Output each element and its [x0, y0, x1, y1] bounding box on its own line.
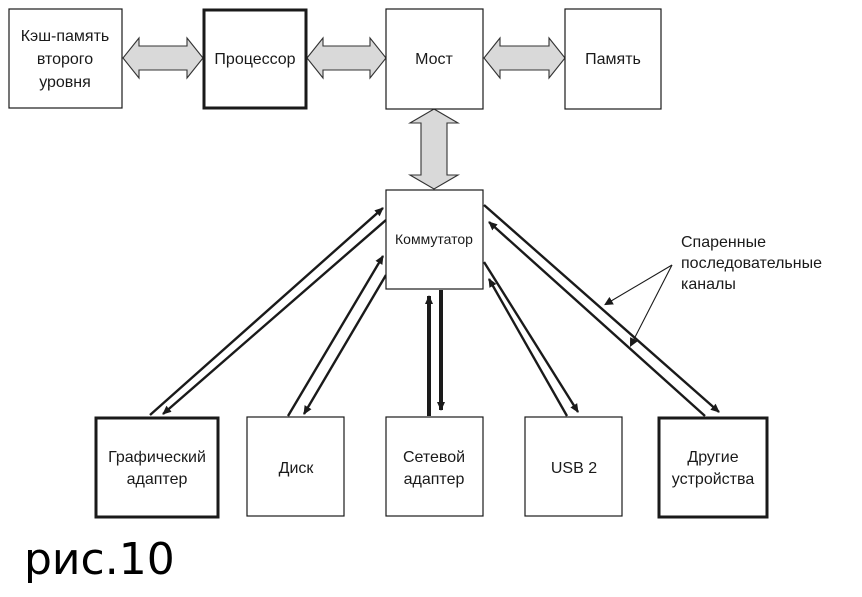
link-switch-disk: [286, 255, 388, 417]
node-cache-label-1: Кэш-память: [21, 28, 110, 45]
node-memory-label: Память: [585, 51, 641, 68]
node-cache-label-3: уровня: [39, 74, 91, 91]
node-other: Другие устройства: [657, 416, 769, 519]
bus-bridge-switch: [407, 108, 461, 190]
node-network: Сетевой адаптер: [385, 416, 484, 517]
node-graphics-label-2: адаптер: [127, 471, 188, 488]
node-bridge-label: Мост: [415, 51, 453, 68]
bus-cache-cpu: [122, 36, 204, 80]
node-switch-label: Коммутатор: [395, 231, 473, 247]
figure-caption: рис.10: [24, 534, 175, 585]
node-cache-label-2: второго: [37, 51, 93, 68]
node-cpu-label: Процессор: [214, 51, 295, 68]
node-other-label-1: Другие: [687, 449, 738, 466]
annotation-line-3: каналы: [681, 276, 736, 293]
node-network-label-1: Сетевой: [403, 449, 465, 466]
link-switch-usb: [482, 261, 580, 417]
node-network-label-2: адаптер: [404, 471, 465, 488]
node-usb: USB 2: [524, 416, 623, 517]
annotation-line-1: Спаренные: [681, 234, 766, 251]
node-graphics-label-1: Графический: [108, 449, 206, 466]
annotation-paired-serial: Спаренные последовательные каналы: [681, 234, 822, 293]
link-switch-other: [483, 204, 720, 417]
bus-cpu-bridge: [306, 36, 387, 80]
node-other-label-2: устройства: [672, 471, 755, 488]
node-cache: Кэш-память второго уровня: [8, 8, 123, 109]
node-memory: Память: [564, 8, 662, 110]
bus-bridge-memory: [483, 36, 566, 80]
node-disk-label: Диск: [279, 460, 315, 477]
node-usb-label: USB 2: [551, 460, 597, 477]
node-graphics: Графический адаптер: [94, 416, 220, 519]
annotation-pointers: [604, 264, 673, 347]
link-switch-graphics: [149, 207, 387, 416]
node-cpu: Процессор: [202, 8, 308, 110]
node-bridge: Мост: [385, 8, 484, 110]
link-switch-network: [425, 290, 445, 416]
node-disk: Диск: [246, 416, 345, 517]
node-switch: Коммутатор: [385, 189, 484, 290]
annotation-line-2: последовательные: [681, 255, 822, 272]
